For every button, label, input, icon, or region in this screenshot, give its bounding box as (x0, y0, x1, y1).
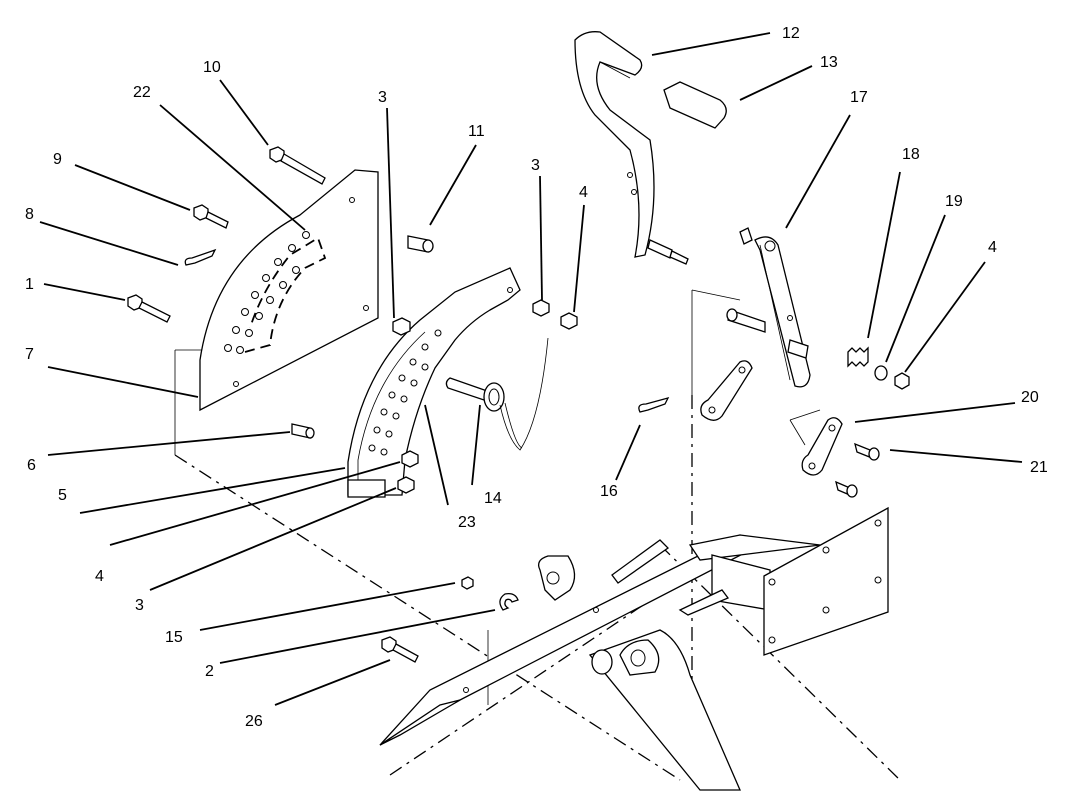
callout-22: 22 (133, 84, 151, 101)
callout-10: 10 (203, 59, 221, 76)
callout-2: 2 (205, 663, 214, 680)
callout-4a: 4 (579, 184, 588, 201)
callout-1: 1 (25, 276, 34, 293)
dashed-outline (244, 236, 327, 353)
pedal (574, 31, 689, 265)
retaining-ring-2 (499, 592, 519, 611)
clevis-pins-21 (835, 442, 880, 498)
leader-lines (39, 32, 1023, 706)
callout-8: 8 (25, 206, 34, 223)
callout-11: 11 (468, 123, 485, 140)
cotter-pin-8 (184, 248, 217, 266)
callout-13: 13 (820, 54, 838, 71)
link-right (801, 417, 843, 476)
bolts (127, 146, 474, 663)
callout-3b: 3 (531, 157, 540, 174)
link-left (700, 360, 753, 421)
spacer-11 (407, 235, 434, 253)
callout-4b: 4 (95, 568, 104, 585)
callout-7: 7 (25, 346, 34, 363)
lever (726, 227, 811, 388)
callout-15: 15 (165, 629, 183, 646)
callout-21: 21 (1030, 459, 1048, 476)
callout-12: 12 (782, 25, 800, 42)
quadrant-holes (368, 287, 513, 456)
callout-3c: 3 (135, 597, 144, 614)
callout-19: 19 (945, 193, 963, 210)
callout-5: 5 (58, 487, 67, 504)
callout-16: 16 (600, 483, 618, 500)
callout-6: 6 (27, 457, 36, 474)
callout-17: 17 (850, 89, 868, 106)
callout-14: 14 (484, 490, 502, 507)
callout-4c: 4 (988, 239, 997, 256)
callout-9: 9 (53, 151, 62, 168)
pedal-pad (663, 81, 727, 129)
callout-26: 26 (245, 713, 263, 730)
lock-pin (445, 337, 549, 451)
spring-18 (847, 346, 869, 368)
spacer-6 (291, 423, 315, 439)
callout-20: 20 (1021, 389, 1039, 406)
frame-assembly (379, 506, 889, 791)
callout-23: 23 (458, 514, 476, 531)
callout-3a: 3 (378, 89, 387, 106)
cotter-pin-16 (638, 396, 670, 413)
quadrant-plate (347, 267, 521, 498)
washer-19 (874, 365, 888, 381)
nuts (392, 299, 910, 494)
back-plate-holes (224, 197, 369, 387)
callout-labels: 1 2 3 3 3 4 4 4 5 6 7 8 9 10 11 12 13 14… (25, 25, 1048, 730)
callout-18: 18 (902, 146, 920, 163)
